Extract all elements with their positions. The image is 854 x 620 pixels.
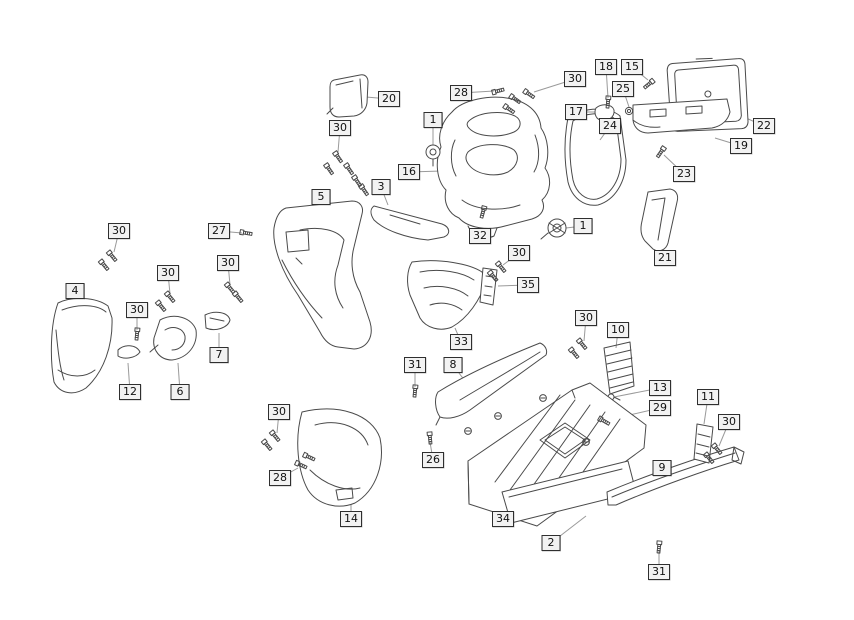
screw-icon [260,438,274,452]
leader-line-24 [599,125,611,141]
leader-line-3 [380,186,389,206]
leader-line-30 [718,421,730,447]
leader-line-6 [177,362,181,393]
part-4-fender [50,298,113,394]
part-19-bracket [632,98,731,134]
part-1-knob-right [540,218,567,240]
screw-icon [268,429,282,443]
screw-icon [494,412,502,420]
screw-icon [642,77,656,91]
part-1-knob-left [425,144,441,167]
leader-line-15 [631,66,649,81]
screw-icon [567,346,581,360]
leader-line-22 [745,117,765,127]
screw-icon [575,337,589,351]
leader-line-28 [279,467,299,479]
leader-line-30 [533,78,576,93]
washer-icon [624,106,634,116]
screw-icon [539,394,547,402]
leader-line-30 [113,230,120,253]
part-33-inner-panel [407,260,487,330]
leader-line-27 [218,230,243,234]
leader-line-30 [583,317,587,342]
leader-line-12 [127,362,131,393]
leader-line-25 [622,88,630,108]
leader-line-21 [659,249,666,259]
part-24-windshield [564,108,627,206]
leader-line-19 [714,137,742,147]
part-35-strip [479,267,498,306]
part-16-body-shield [436,96,550,239]
leader-line-18 [605,66,609,99]
leader-line-28 [460,90,495,94]
leader-line-30 [337,127,341,153]
leader-line-23 [663,154,685,175]
part-8-floor-rail [435,342,548,426]
part-12-arc [117,345,141,359]
screw-icon [154,299,168,313]
screw-icon [332,150,344,164]
leader-line-30 [276,411,280,434]
leader-line-1 [565,225,584,229]
part-3-bracket [370,205,450,241]
leader-line-33 [454,327,462,343]
screw-icon [323,162,335,176]
screw-icon [231,290,245,304]
part-5-front-panel [273,200,372,350]
part-10-grille [603,341,635,395]
leader-line-13 [613,387,661,398]
screw-icon [358,183,370,197]
part-6-bracket [149,315,197,361]
screw-icon [343,162,355,176]
part-21-side-panel [640,188,679,252]
screw-icon [464,427,472,435]
part-7-piece [204,311,231,331]
leader-line-2 [550,515,587,544]
screw-icon [163,290,177,304]
part-20-cover [326,74,369,118]
leader-line-35 [497,284,529,287]
leader-line-20 [365,96,390,100]
leader-line-30 [502,252,520,266]
screw-icon [522,88,536,100]
leader-line-11 [703,396,709,425]
parts-layer [50,57,749,554]
screw-icon [105,249,119,263]
part-14-lower-panel [297,408,382,507]
leader-line-16 [408,170,443,173]
screw-icon [97,258,111,272]
part-17-fitting [594,104,615,121]
leader-line-26 [429,441,434,461]
